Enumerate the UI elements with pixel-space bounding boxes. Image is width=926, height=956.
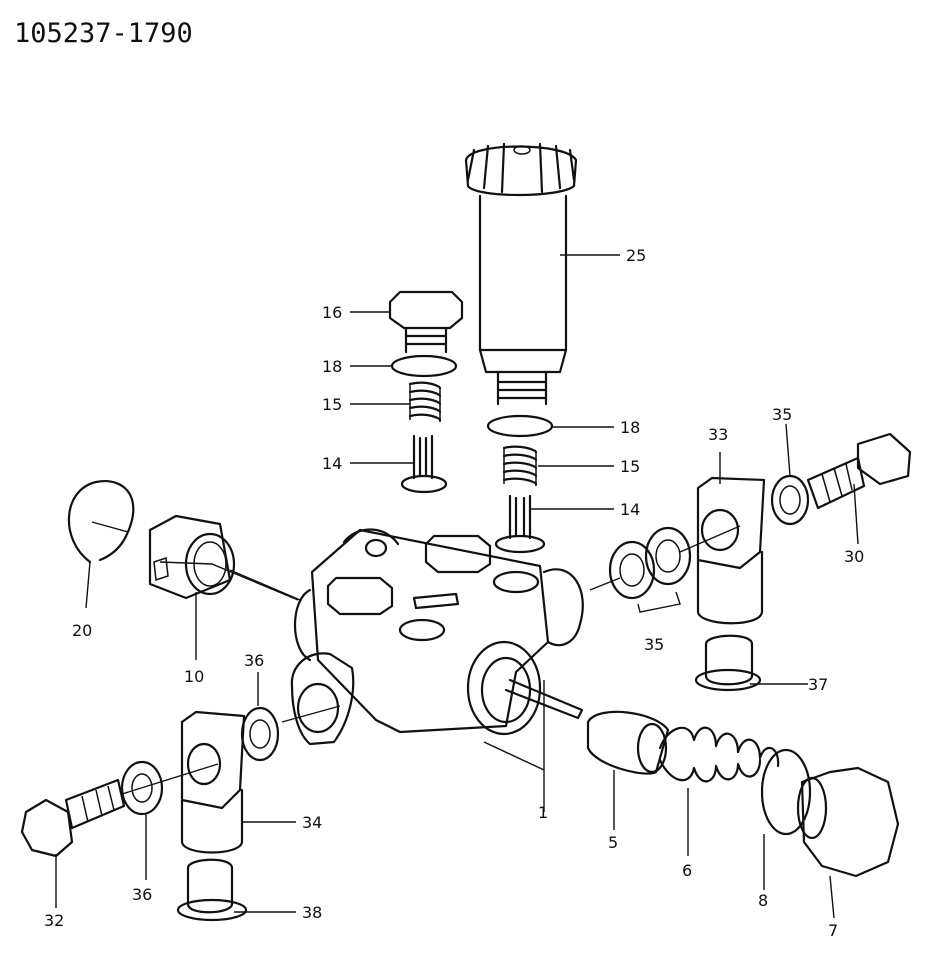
callout-10: 10 bbox=[184, 667, 204, 686]
spring-part-15-left bbox=[408, 381, 442, 422]
plug-cap-part-7 bbox=[796, 766, 900, 878]
gasket-part-18-left bbox=[390, 354, 458, 378]
plug-part-16 bbox=[388, 290, 464, 354]
spring-part-15-right bbox=[502, 445, 538, 486]
strainer-part-10 bbox=[148, 514, 236, 600]
callout-33: 33 bbox=[708, 425, 728, 444]
gasket-part-8 bbox=[760, 748, 812, 836]
banjo-bolt-part-30 bbox=[806, 432, 912, 510]
callout-35-top: 35 bbox=[772, 405, 792, 424]
callout-16: 16 bbox=[322, 303, 342, 322]
callout-18-right: 18 bbox=[620, 418, 640, 437]
callout-36-upper: 36 bbox=[244, 651, 264, 670]
leader-lines bbox=[55, 254, 859, 919]
spring-part-6 bbox=[658, 726, 780, 783]
valve-part-14-right bbox=[494, 494, 546, 554]
pump-body-part-1 bbox=[290, 528, 584, 746]
callout-14-right: 14 bbox=[620, 500, 640, 519]
gasket-part-18-right bbox=[486, 414, 554, 438]
washer-part-35-right bbox=[770, 474, 810, 526]
callout-36-lower: 36 bbox=[132, 885, 152, 904]
callout-34: 34 bbox=[302, 813, 322, 832]
snap-ring-part-20 bbox=[67, 479, 135, 564]
callout-5: 5 bbox=[608, 833, 618, 852]
callout-35-pair: 35 bbox=[644, 635, 664, 654]
callout-20: 20 bbox=[72, 621, 92, 640]
washers-part-35-pair bbox=[608, 526, 692, 600]
callout-37: 37 bbox=[808, 675, 828, 694]
callout-18-left: 18 bbox=[322, 357, 342, 376]
primer-pump-part-25 bbox=[464, 142, 578, 406]
part-number-title: 105237-1790 bbox=[14, 18, 193, 49]
sleeve-part-38 bbox=[176, 858, 248, 922]
callout-25: 25 bbox=[626, 246, 646, 265]
callout-38: 38 bbox=[302, 903, 322, 922]
callout-6: 6 bbox=[682, 861, 692, 880]
callout-32: 32 bbox=[44, 911, 64, 930]
washer-part-36-upper bbox=[240, 706, 280, 762]
callout-15-left: 15 bbox=[322, 395, 342, 414]
callout-7: 7 bbox=[828, 921, 838, 940]
callout-8: 8 bbox=[758, 891, 768, 910]
callout-1: 1 bbox=[538, 803, 548, 822]
banjo-bolt-part-32 bbox=[20, 778, 126, 858]
eye-bolt-fitting-part-34 bbox=[180, 710, 246, 854]
callout-30: 30 bbox=[844, 547, 864, 566]
sleeve-part-5 bbox=[586, 710, 670, 775]
valve-part-14-left bbox=[400, 434, 448, 494]
washer-part-36-lower bbox=[120, 760, 164, 816]
callout-14-left: 14 bbox=[322, 454, 342, 473]
sleeve-part-37 bbox=[694, 634, 762, 692]
callout-15-right: 15 bbox=[620, 457, 640, 476]
eye-bolt-fitting-part-33 bbox=[696, 476, 766, 625]
